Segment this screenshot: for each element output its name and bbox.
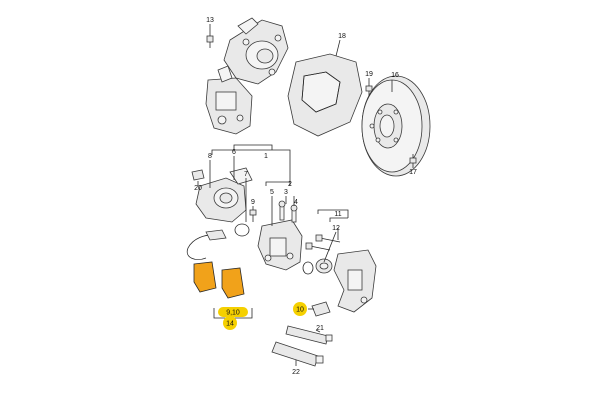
grease-tube-21: [285, 325, 333, 345]
grease-tube-22: [271, 341, 324, 367]
label-13: 13: [206, 17, 214, 24]
bolt-13: [206, 35, 214, 48]
seal-ring-7: [234, 223, 250, 237]
label-7: 7: [244, 171, 248, 178]
highlight-marker-910: [218, 307, 248, 317]
brake-caliper: [195, 167, 253, 223]
label-9-10: 9,10: [226, 310, 240, 317]
sensor-20: [191, 169, 205, 181]
label-9: 9: [251, 199, 255, 206]
splash-shield: [287, 53, 363, 137]
brake-pad-inner: [193, 261, 217, 293]
guide-bolt-9: [249, 209, 257, 222]
label-19: 19: [365, 71, 373, 78]
label-20: 20: [194, 185, 202, 192]
label-3: 3: [284, 189, 288, 196]
brake-pad-outer: [221, 267, 245, 299]
label-4: 4: [294, 199, 298, 206]
highlight-marker-10: [293, 302, 307, 316]
label-6: 6: [232, 149, 236, 156]
label-21: 21: [316, 325, 324, 332]
bolts-11: [305, 234, 341, 251]
caliper-carrier: [257, 219, 303, 271]
label-22: 22: [292, 369, 300, 376]
label-5: 5: [270, 189, 274, 196]
label-18: 18: [338, 33, 346, 40]
wear-indicator-cable: [186, 229, 227, 260]
steering-knuckle: [205, 65, 253, 135]
leader-lines: [197, 24, 414, 366]
label-2: 2: [288, 181, 292, 188]
wheel-hub-assembly: [223, 17, 289, 85]
guide-pins: [278, 200, 298, 223]
label-12: 12: [332, 225, 340, 232]
highlight-marker-14: [223, 316, 237, 330]
label-1: 1: [264, 153, 268, 160]
label-17: 17: [409, 169, 417, 176]
brake-pads: [193, 261, 245, 299]
label-8: 8: [208, 153, 212, 160]
label-14: 14: [226, 321, 234, 328]
spring-clip-10: [311, 301, 331, 317]
label-10: 10: [296, 307, 304, 314]
boot-12: [302, 258, 333, 275]
label-11: 11: [334, 211, 341, 218]
brake-carrier-bracket: [333, 249, 377, 313]
label-16: 16: [391, 72, 399, 79]
